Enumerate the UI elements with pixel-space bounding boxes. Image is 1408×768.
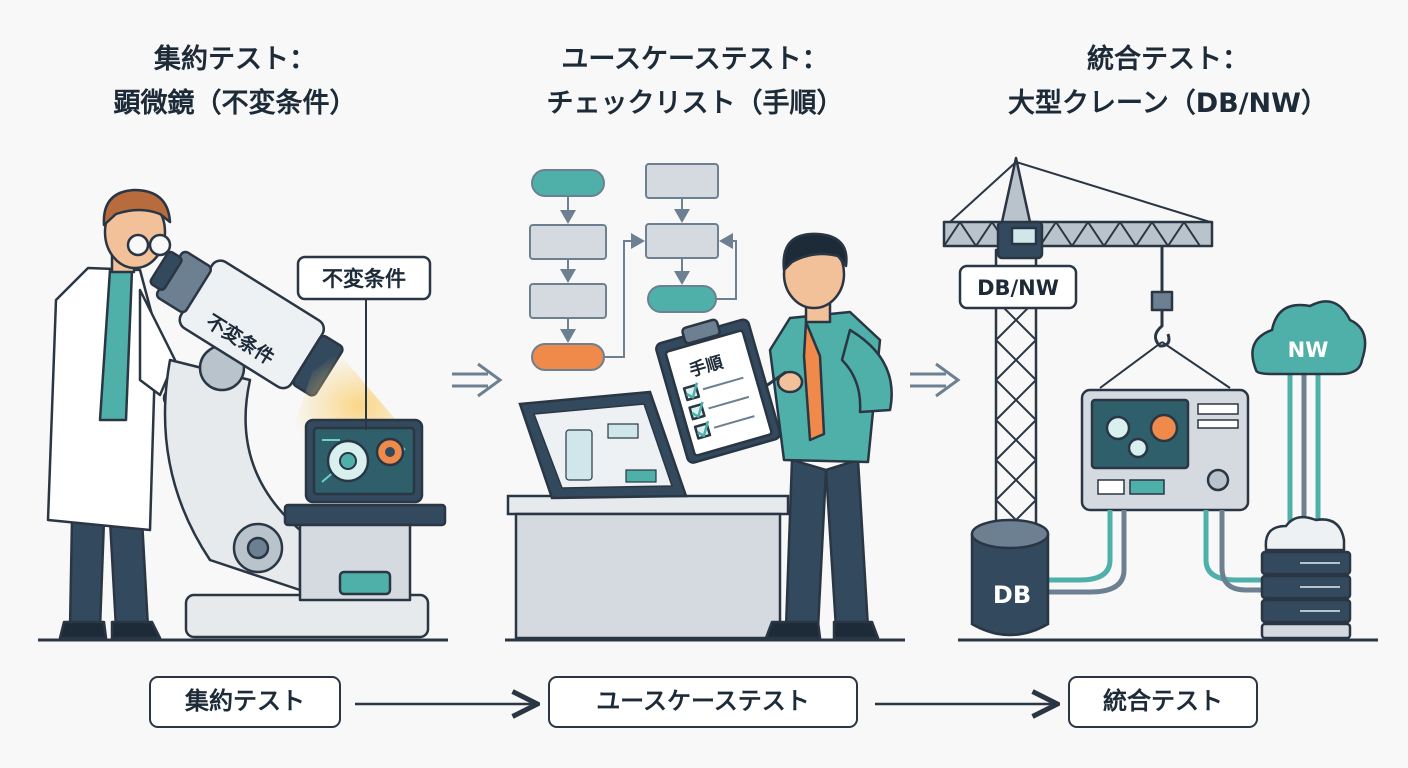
gear-small-icon xyxy=(375,437,405,467)
panel-title-integration: 統合テスト： 大型クレーン（DB/NW） xyxy=(958,38,1378,126)
crane-tag xyxy=(958,264,1078,310)
invariant-tag xyxy=(296,255,432,430)
gear-icon xyxy=(326,439,370,483)
system-machine xyxy=(1080,388,1250,512)
database-icon xyxy=(970,518,1050,637)
flow-step-integration: 統合テスト xyxy=(1068,676,1258,728)
flowchart xyxy=(529,163,737,371)
microscope xyxy=(149,250,447,639)
title-usecase-line1: ユースケーステスト： xyxy=(561,44,829,75)
tester-figure xyxy=(764,232,893,640)
title-integration-line1: 統合テスト： xyxy=(1087,44,1249,75)
transition-arrow-2 xyxy=(910,362,961,398)
tablet xyxy=(518,390,688,500)
cloud-label: NW xyxy=(1288,338,1329,362)
title-aggregate-line2: 顕微鏡（不変条件） xyxy=(113,88,357,119)
cloud-icon xyxy=(1251,300,1367,376)
transition-arrow-1 xyxy=(452,362,503,398)
clipboard xyxy=(655,318,782,464)
flow-step-aggregate: 集約テスト xyxy=(149,676,341,728)
server-rack-icon xyxy=(1260,515,1352,640)
title-usecase-line2: チェックリスト（手順） xyxy=(546,88,844,119)
desk xyxy=(506,494,790,640)
panel-title-aggregate: 集約テスト： 顕微鏡（不変条件） xyxy=(25,38,445,126)
panel-title-usecase: ユースケーステスト： チェックリスト（手順） xyxy=(485,38,905,126)
crane-tag-label: DB/NW xyxy=(977,276,1059,300)
cables xyxy=(1040,372,1321,595)
invariant-tag-label: 不変条件 xyxy=(322,267,406,291)
database-label: DB xyxy=(993,581,1031,609)
crane xyxy=(942,156,1231,632)
pen xyxy=(765,370,787,388)
scientist-figure xyxy=(46,188,280,640)
title-integration-line2: 大型クレーン（DB/NW） xyxy=(1008,88,1328,119)
flow-step-usecase: ユースケーステスト xyxy=(548,676,858,728)
title-aggregate-line1: 集約テスト： xyxy=(154,44,316,75)
